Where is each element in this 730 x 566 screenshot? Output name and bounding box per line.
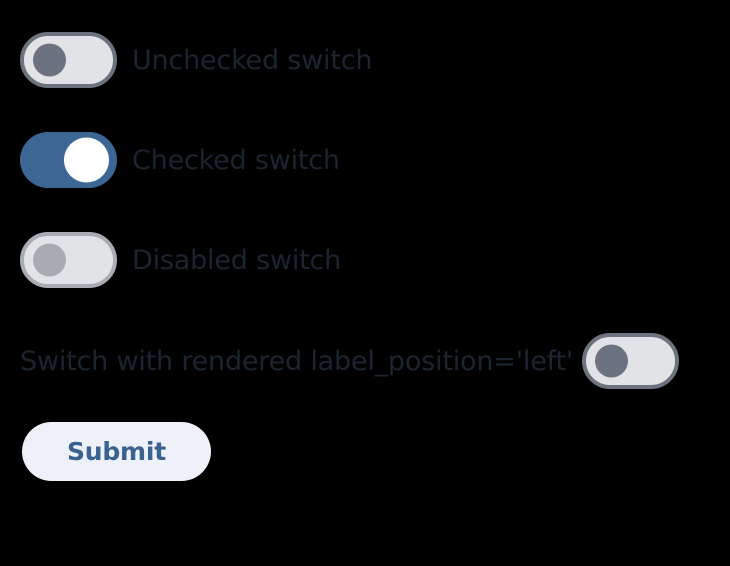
switch-row-disabled: Disabled switch — [20, 232, 341, 288]
switch-row-left-label: Switch with rendered label_position='lef… — [20, 333, 710, 389]
left-label-switch-toggle[interactable] — [582, 333, 680, 389]
unchecked-switch-toggle[interactable] — [20, 32, 117, 88]
switch-thumb-icon — [33, 243, 66, 277]
switch-thumb-icon — [33, 43, 66, 77]
switch-row-unchecked: Unchecked switch — [20, 32, 372, 88]
disabled-switch-label: Disabled switch — [132, 244, 342, 276]
left-label-switch-label: Switch with rendered label_position='lef… — [20, 345, 574, 377]
switch-thumb-icon — [595, 344, 629, 378]
checked-switch-toggle[interactable] — [20, 132, 117, 188]
switch-thumb-icon — [64, 137, 109, 183]
checked-switch-label: Checked switch — [132, 144, 340, 176]
disabled-switch-toggle — [20, 232, 117, 288]
switch-row-checked: Checked switch — [20, 132, 340, 188]
unchecked-switch-label: Unchecked switch — [132, 44, 373, 76]
submit-button[interactable]: Submit — [22, 422, 211, 481]
